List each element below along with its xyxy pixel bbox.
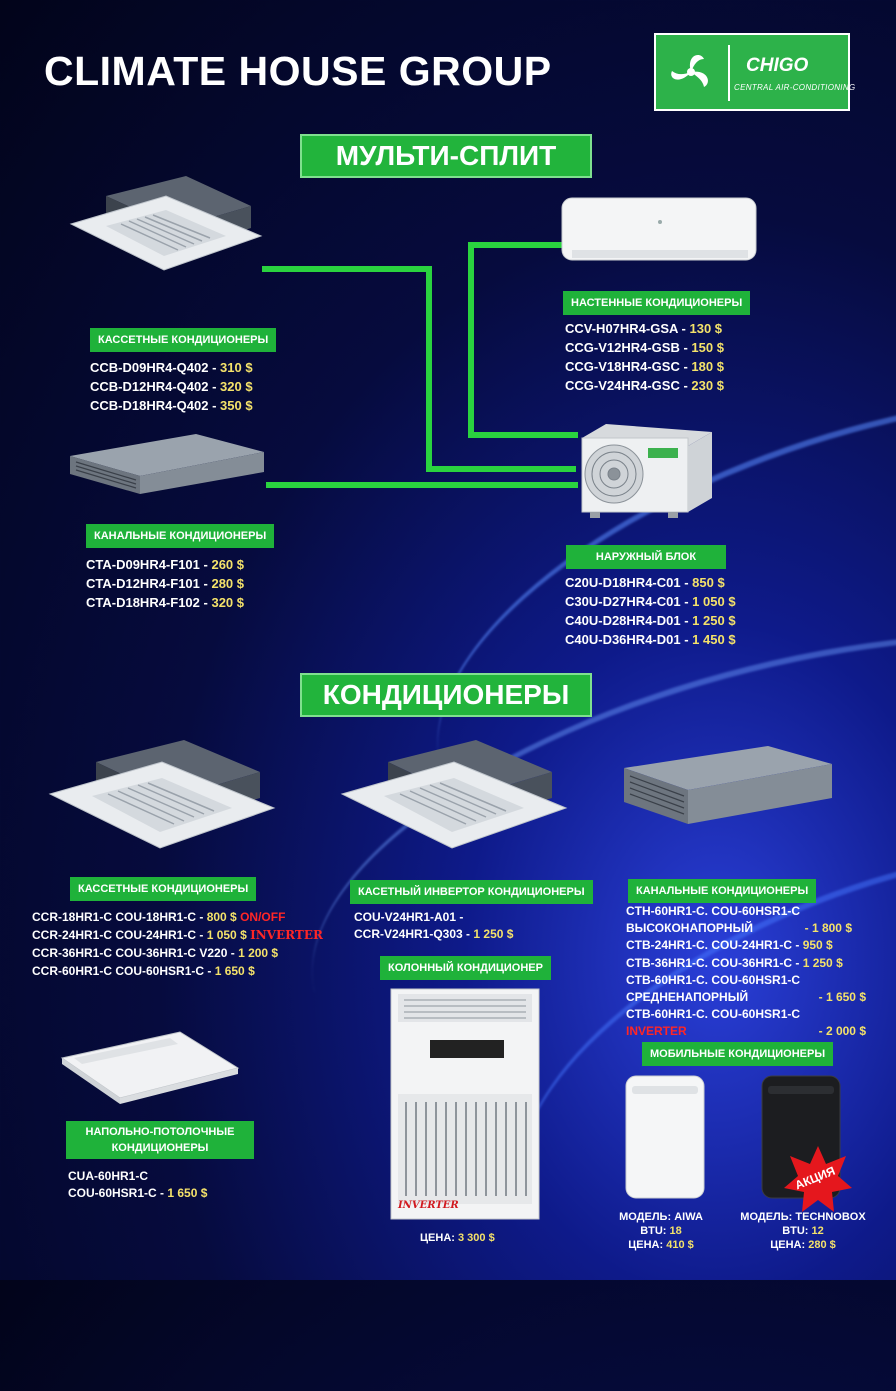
promo-star-icon bbox=[784, 1146, 852, 1212]
mobile-technobox-info: МОДЕЛЬ: TECHNOBOX BTU: 12 ЦЕНА: 280 $ bbox=[740, 1211, 866, 1251]
cassette-unit-image bbox=[340, 740, 568, 849]
column-title: КОЛОННЫЙ КОНДИЦИОНЕР bbox=[380, 956, 551, 980]
column-unit-image bbox=[390, 988, 540, 1220]
list-item: ВЫСОКОНАПОРНЫЙ- 1 800 $ bbox=[626, 921, 852, 936]
multi-cassette-list: CCB-D09HR4-Q402 - 310 $ CCB-D12HR4-Q402 … bbox=[90, 358, 253, 415]
list-item: C40U-D36HR4-D01 - 1 450 $ bbox=[565, 632, 736, 647]
list-item: C30U-D27HR4-C01 - 1 050 $ bbox=[565, 594, 736, 609]
connector-line bbox=[262, 266, 432, 272]
multi-outdoor-list: C20U-D18HR4-C01 - 850 $ C30U-D27HR4-C01 … bbox=[565, 573, 736, 649]
logo-separator bbox=[728, 45, 730, 101]
floor-ceiling-title: НАПОЛЬНО-ПОТОЛОЧНЫЕ КОНДИЦИОНЕРЫ bbox=[66, 1121, 254, 1159]
wall-unit-image bbox=[561, 197, 757, 261]
list-item: CCG-V12HR4-GSB - 150 $ bbox=[565, 340, 724, 355]
multi-duct-list: CTA-D09HR4-F101 - 260 $ CTA-D12HR4-F101 … bbox=[86, 555, 244, 612]
outdoor-unit-image bbox=[581, 424, 712, 518]
list-item: CTB-60HR1-C. COU-60HSR1-C bbox=[626, 972, 801, 987]
list-item: CTA-D09HR4-F101 - 260 $ bbox=[86, 557, 245, 572]
inverter-cassette-title: КАСЕТНЫЙ ИНВЕРТОР КОНДИЦИОНЕРЫ bbox=[350, 880, 593, 904]
mobile-aiwa-info: МОДЕЛЬ: AIWA BTU: 18 ЦЕНА: 410 $ bbox=[619, 1211, 703, 1251]
connector-line bbox=[426, 266, 432, 472]
chigo-logo: CHIGO CENTRAL AIR-CONDITIONING bbox=[654, 33, 855, 111]
list-item: CTH-60HR1-C. COU-60HSR1-C bbox=[626, 904, 801, 918]
mobile-title: МОБИЛЬНЫЕ КОНДИЦИОНЕРЫ bbox=[642, 1042, 834, 1066]
cassette-unit-image bbox=[69, 176, 263, 271]
connector-line bbox=[266, 482, 578, 488]
connector-line bbox=[468, 242, 564, 248]
brand-title: CLIMATE HOUSE GROUP bbox=[44, 48, 552, 94]
logo-name: CHIGO bbox=[746, 55, 809, 76]
section-multi-split: МУЛЬТИ-СПЛИТ bbox=[300, 134, 592, 178]
list-item: CTB-24HR1-C. COU-24HR1-C - 950 $ bbox=[626, 938, 833, 953]
list-item: CCG-V24HR4-GSC - 230 $ bbox=[565, 378, 724, 393]
multi-wall-title: НАСТЕННЫЕ КОНДИЦИОНЕРЫ bbox=[563, 291, 751, 315]
list-item: CTA-D12HR4-F101 - 280 $ bbox=[86, 576, 245, 591]
connector-line bbox=[426, 466, 576, 472]
list-item: CTB-36HR1-C. COU-36HR1-C - 1 250 $ bbox=[626, 955, 843, 970]
floor-ceiling-unit-image bbox=[60, 1031, 240, 1104]
section-conditioners: КОНДИЦИОНЕРЫ bbox=[300, 673, 592, 717]
single-cassette-list: CCR-18HR1-C COU-18HR1-C - 800 $ ON/OFF C… bbox=[32, 908, 323, 980]
list-item: СРЕДНЕНАПОРНЫЙ- 1 650 $ bbox=[626, 990, 866, 1005]
duct-unit-image bbox=[624, 746, 832, 824]
logo-subtitle: CENTRAL AIR-CONDITIONING bbox=[734, 83, 856, 92]
list-item: CCB-D09HR4-Q402 - 310 $ bbox=[90, 360, 253, 375]
list-item: COU-V24HR1-A01 - bbox=[354, 910, 464, 924]
cassette-unit-image bbox=[48, 740, 276, 849]
single-duct-title: КАНАЛЬНЫЕ КОНДИЦИОНЕРЫ bbox=[628, 879, 817, 903]
multi-wall-list: CCV-H07HR4-GSA - 130 $ CCG-V12HR4-GSB - … bbox=[565, 319, 724, 395]
list-item: CUA-60HR1-C bbox=[68, 1169, 149, 1183]
multi-cassette-title: КАССЕТНЫЕ КОНДИЦИОНЕРЫ bbox=[90, 328, 277, 352]
single-cassette-title: КАССЕТНЫЕ КОНДИЦИОНЕРЫ bbox=[70, 877, 257, 901]
list-item: CCG-V18HR4-GSC - 180 $ bbox=[565, 359, 724, 374]
mobile-unit-aiwa-image bbox=[625, 1075, 705, 1199]
list-item: CCR-18HR1-C COU-18HR1-C - 800 $ ON/OFF bbox=[32, 910, 286, 924]
list-item: COU-60HSR1-C - 1 650 $ bbox=[68, 1186, 208, 1200]
connector-line bbox=[468, 432, 578, 438]
list-item: CCR-36HR1-C COU-36HR1-C V220 - 1 200 $ bbox=[32, 946, 279, 960]
multi-duct-title: КАНАЛЬНЫЕ КОНДИЦИОНЕРЫ bbox=[86, 524, 275, 548]
list-item: CTA-D18HR4-F102 - 320 $ bbox=[86, 595, 245, 610]
duct-unit-image bbox=[70, 434, 264, 494]
single-duct-list: CTH-60HR1-C. COU-60HSR1-C ВЫСОКОНАПОРНЫЙ… bbox=[626, 903, 866, 1041]
list-item: CCR-V24HR1-Q303 - 1 250 $ bbox=[354, 927, 514, 941]
column-price: ЦЕНА: 3 300 $ bbox=[420, 1232, 495, 1244]
list-item: C20U-D18HR4-C01 - 850 $ bbox=[565, 575, 725, 590]
floor-ceiling-list: CUA-60HR1-C COU-60HSR1-C - 1 650 $ bbox=[68, 1168, 207, 1202]
connector-line bbox=[468, 242, 474, 438]
multi-outdoor-title: НАРУЖНЫЙ БЛОК bbox=[566, 545, 726, 569]
list-item: INVERTER- 2 000 $ bbox=[626, 1024, 866, 1039]
list-item: C40U-D28HR4-D01 - 1 250 $ bbox=[565, 613, 736, 628]
list-item: CTB-60HR1-C. COU-60HSR1-C bbox=[626, 1007, 801, 1022]
list-item: CCB-D12HR4-Q402 - 320 $ bbox=[90, 379, 253, 394]
list-item: CCR-24HR1-C COU-24HR1-C - 1 050 $ INVERT… bbox=[32, 928, 323, 942]
list-item: CCB-D18HR4-Q402 - 350 $ bbox=[90, 398, 253, 413]
list-item: CCV-H07HR4-GSA - 130 $ bbox=[565, 321, 723, 336]
fan-logo-icon bbox=[671, 55, 708, 87]
inverter-badge: INVERTER bbox=[398, 1200, 459, 1211]
inverter-cassette-list: COU-V24HR1-A01 - CCR-V24HR1-Q303 - 1 250… bbox=[354, 909, 513, 943]
list-item: CCR-60HR1-C COU-60HSR1-C - 1 650 $ bbox=[32, 964, 255, 978]
